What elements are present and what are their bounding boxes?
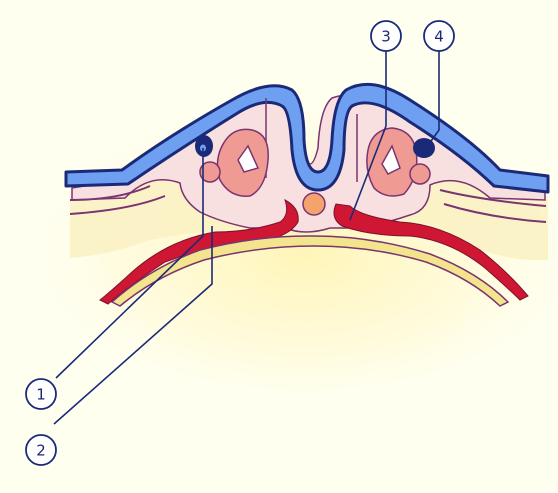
callout-2: 2: [26, 435, 56, 465]
callout-4-label: 4: [434, 28, 444, 46]
callout-2-label: 2: [36, 442, 46, 460]
callout-3: 3: [371, 21, 401, 51]
callout-1: 1: [26, 379, 56, 409]
notochord: [303, 193, 325, 215]
callout-3-label: 3: [381, 28, 391, 46]
right-nephrotome: [410, 164, 430, 184]
callout-4: 4: [424, 21, 454, 51]
callout-1-label: 1: [36, 386, 46, 404]
